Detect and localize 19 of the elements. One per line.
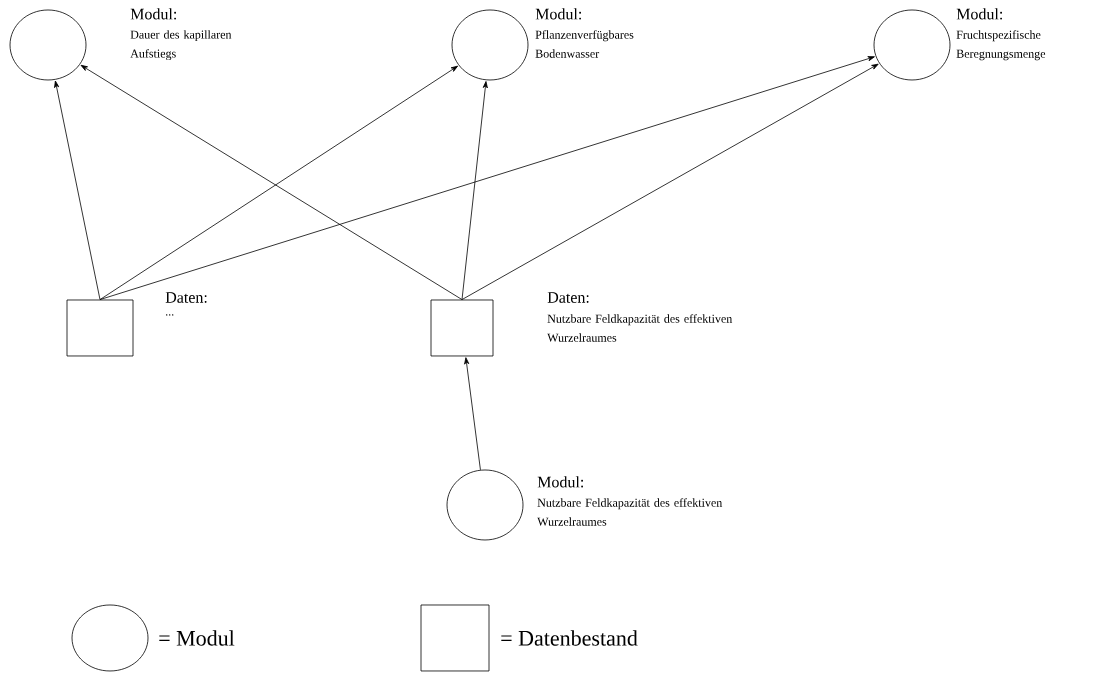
node-description: Dauer des kapillaren Aufstiegs xyxy=(130,30,232,61)
node-description: Fruchtspezifische Beregnungsmenge xyxy=(956,30,1046,61)
node-description: ... xyxy=(166,314,174,316)
legend-text: = Datenbestand xyxy=(501,630,638,646)
node-description: Nutzbare Feldkapazität des effektiven Wurzelraumes xyxy=(547,314,733,342)
node-heading: Modul: xyxy=(535,8,582,20)
legend-text: = Modul xyxy=(159,630,235,646)
node-heading: Modul: xyxy=(130,8,177,20)
node-description: Pflanzenverfügbares Bodenwasser xyxy=(535,30,634,58)
arrow xyxy=(461,63,879,300)
node-heading: Modul: xyxy=(537,476,584,488)
node-description: Nutzbare Feldkapazität des effektiven Wurzelraumes xyxy=(537,498,723,526)
node-heading: Daten: xyxy=(165,292,207,303)
arrow xyxy=(54,80,101,300)
arrow xyxy=(99,56,875,300)
arrow xyxy=(464,357,481,471)
arrow xyxy=(461,81,488,300)
node-heading: Modul: xyxy=(956,8,1003,20)
node-heading: Daten: xyxy=(547,292,589,303)
